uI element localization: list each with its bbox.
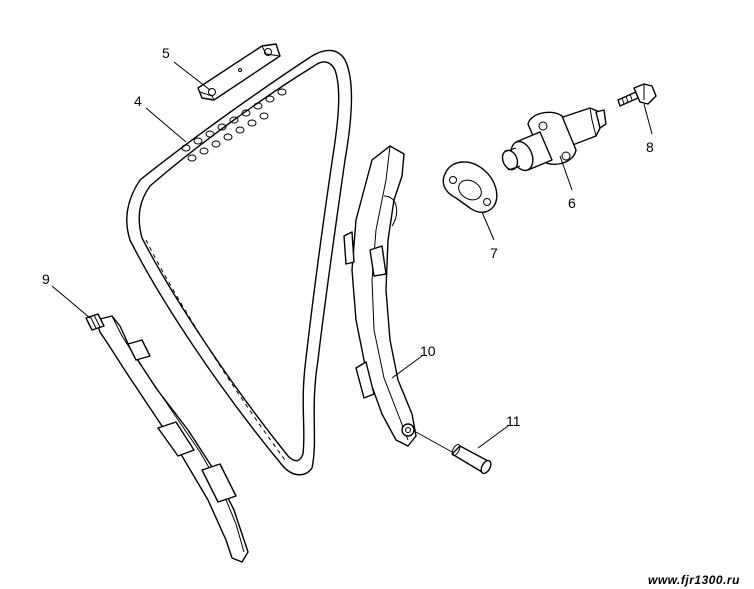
- callout-8: 8: [646, 139, 654, 155]
- callout-5: 5: [162, 45, 170, 61]
- chain-plate: [197, 43, 281, 101]
- chain-guide-left: [85, 313, 249, 563]
- watermark-text: www.fjr1300.ru: [648, 573, 740, 587]
- leader-lines: [51, 61, 653, 453]
- bolt: [617, 83, 657, 107]
- chain-tensioner: [501, 107, 607, 172]
- chain-guide-right: [343, 145, 417, 447]
- callout-labels: 5 4 6 7 8 9 10 11: [42, 45, 654, 429]
- callout-4: 4: [134, 93, 142, 109]
- callout-10: 10: [420, 343, 436, 359]
- pivot-pin: [451, 444, 492, 475]
- callout-9: 9: [42, 271, 50, 287]
- timing-chain: [126, 49, 353, 476]
- gasket: [442, 161, 498, 213]
- callout-6: 6: [568, 195, 576, 211]
- callout-11: 11: [506, 413, 521, 429]
- callout-7: 7: [490, 245, 498, 261]
- chain-links: [181, 88, 287, 162]
